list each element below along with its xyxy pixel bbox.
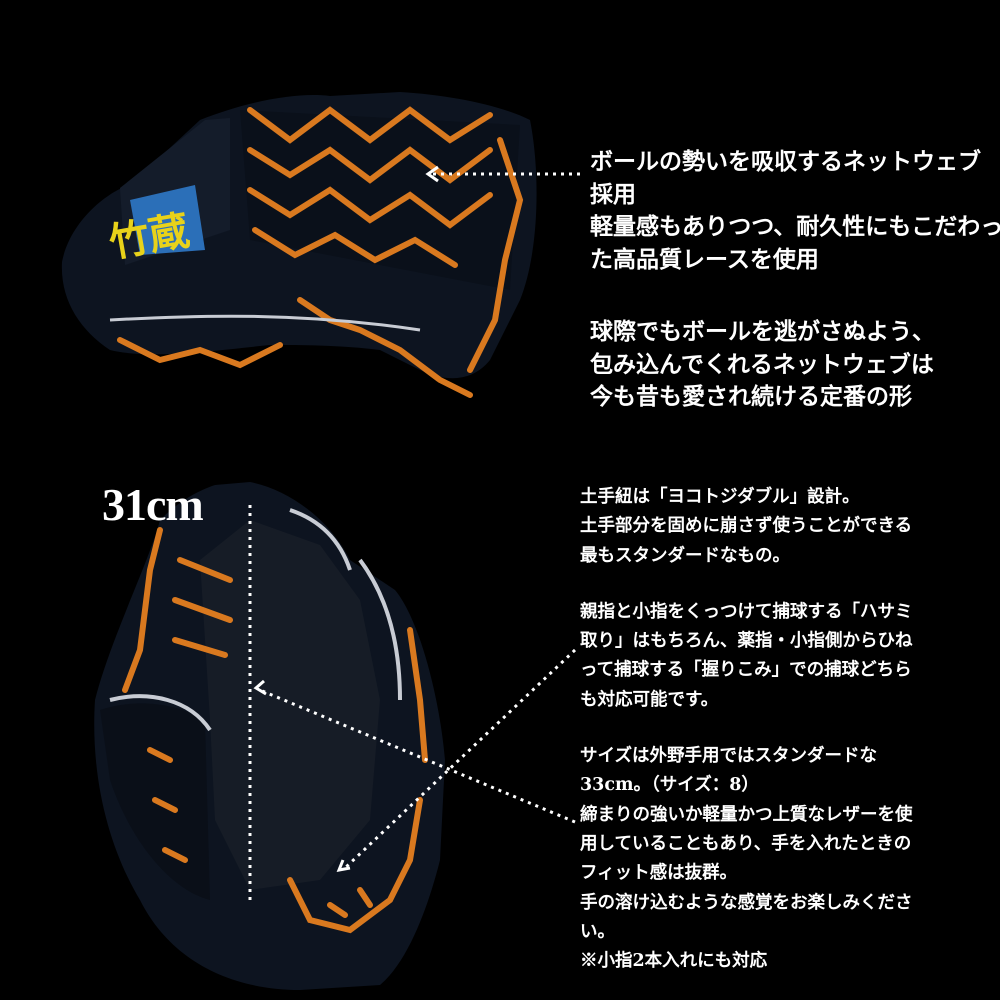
text-line: い。 <box>580 921 615 942</box>
text-line: 球際でもボールを逃がさぬよう、 <box>590 318 935 345</box>
pointer-lines <box>248 172 580 900</box>
text-line: 今も昔も愛され続ける定番の形 <box>590 383 912 410</box>
text-line: 33cm。（サイズ：8） <box>580 775 759 796</box>
text-line: 用していることもあり、手を入れたときの <box>580 833 912 854</box>
text-line: 土手部分を固めに崩さず使うことができる <box>580 516 913 537</box>
glove-back-view: 竹蔵 <box>61 92 537 398</box>
text-line: フィット感は抜群。 <box>580 863 738 884</box>
text-line: も対応可能です。 <box>580 689 719 710</box>
text-line: 土手紐は「ヨコトジダブル」設計。 <box>580 487 860 507</box>
text-line: た高品質レースを使用 <box>590 245 819 273</box>
text-line: 親指と小指をくっつけて捕球する「ハサミ <box>580 601 913 622</box>
palm-pointer-line <box>259 688 576 824</box>
lacing <box>117 106 524 398</box>
text-line: 包み込んでくれるネットウェブは <box>590 350 934 378</box>
text-line: ※小指2本入れにも対応 <box>580 951 768 972</box>
pocket-pointer-line <box>343 648 577 870</box>
text-line: 採用 <box>590 180 636 208</box>
palm-description: 土手紐は「ヨコトジダブル」設計。 土手部分を固めに崩さず使うことができる 最もス… <box>580 483 913 976</box>
text-line: サイズは外野手用ではスタンダードな <box>580 746 877 767</box>
text-line: 手の溶け込むような感覚をお楽しみくださ <box>580 892 913 913</box>
text-line: 取り」はもちろん、薬指・小指側からひね <box>580 631 913 652</box>
text-line: 軽量感もありつつ、耐久性にもこだわっ <box>590 213 1000 240</box>
text-line: 締まりの強いか軽量かつ上質なレザーを使 <box>580 804 913 825</box>
arrowheads <box>253 165 439 872</box>
text-line: ボールの勢いを吸収するネットウェブ <box>590 148 981 175</box>
text-line: って捕球する「握りこみ」での捕球どちら <box>580 660 912 681</box>
glove-palm-view <box>94 482 445 990</box>
text-line: 最もスタンダードなもの。 <box>580 545 790 566</box>
web-description: ボールの勢いを吸収するネットウェブ 採用 軽量感もありつつ、耐久性にもこだわっ … <box>590 146 1000 414</box>
palm-lacing <box>122 527 428 934</box>
measurement-label: 31cm <box>102 479 204 530</box>
